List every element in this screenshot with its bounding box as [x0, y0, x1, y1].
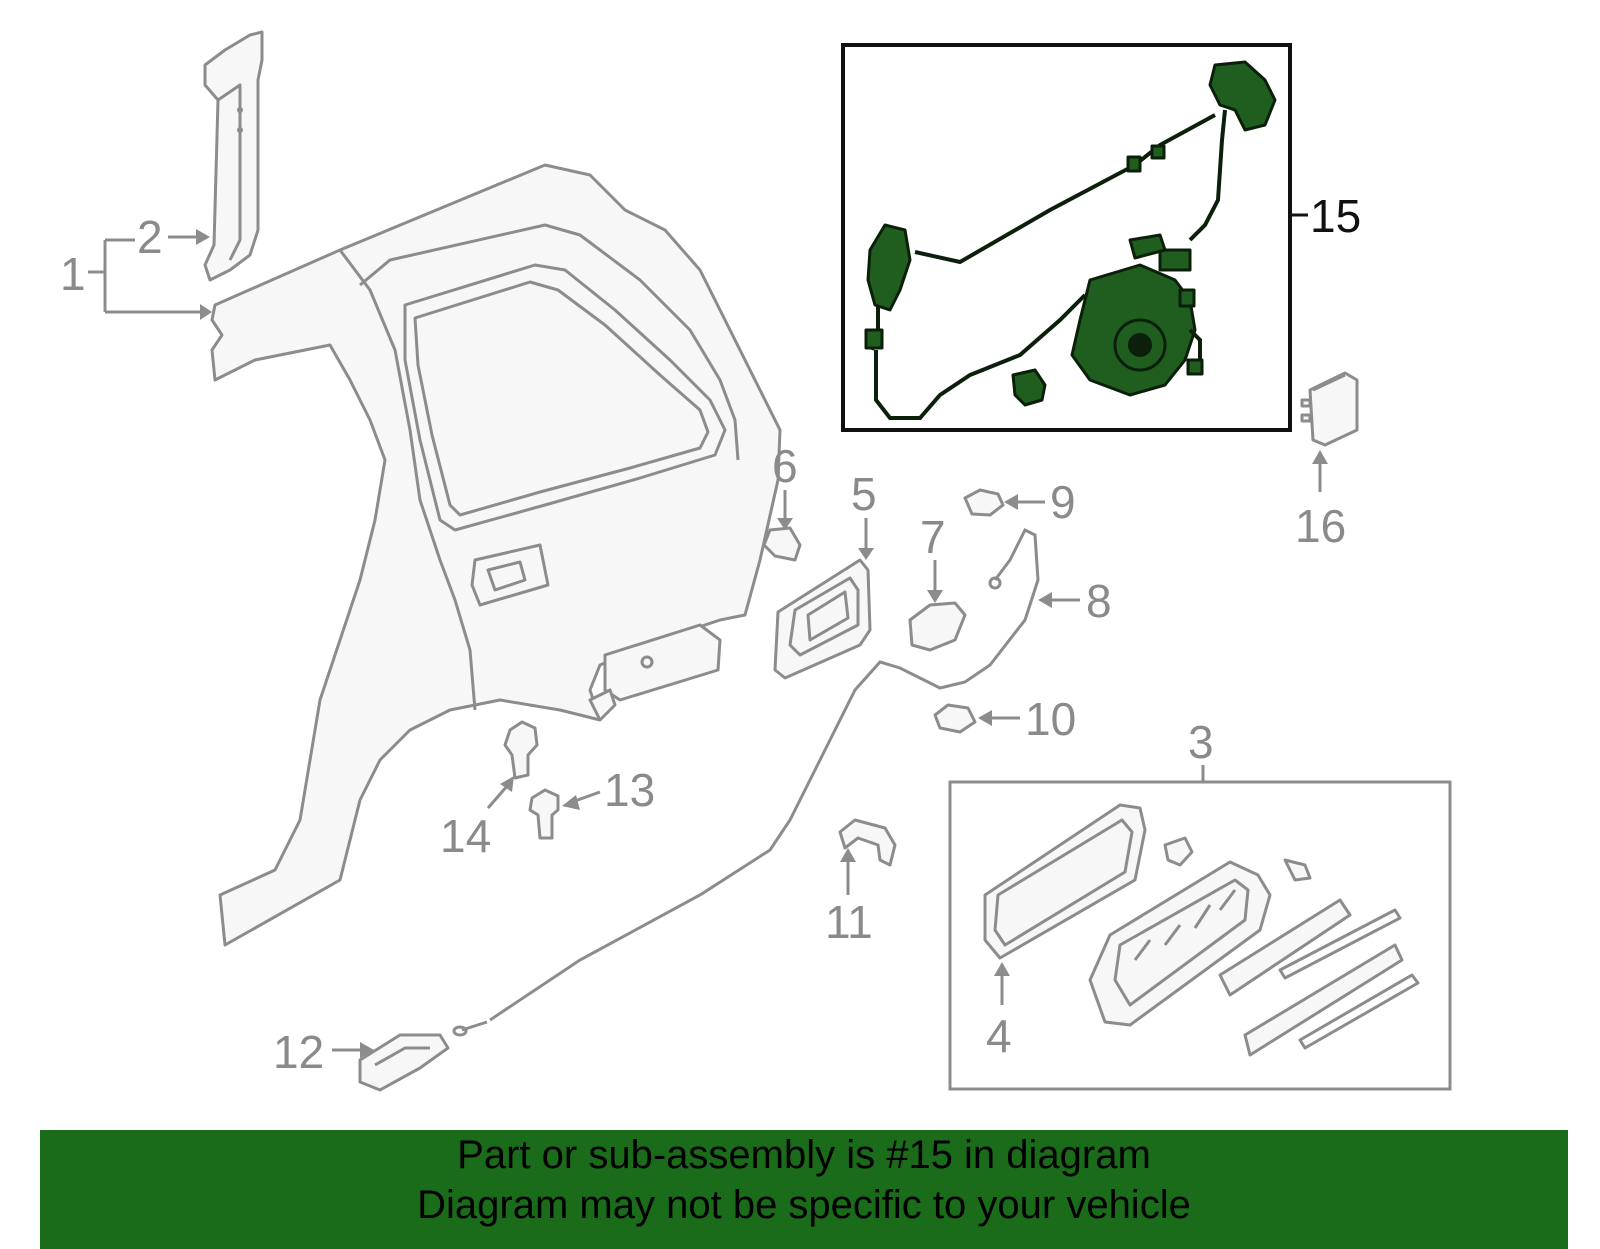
svg-text:4: 4: [986, 1010, 1012, 1062]
callout-3: 3: [1188, 716, 1214, 782]
callout-12: 12: [273, 1026, 374, 1078]
callout-5: 5: [851, 468, 877, 560]
callout-4: 4: [986, 962, 1012, 1062]
banner-line-1: Part or sub-assembly is #15 in diagram: [457, 1133, 1151, 1177]
svg-text:5: 5: [851, 468, 877, 520]
svg-text:8: 8: [1086, 575, 1112, 627]
part-2-pillar-reinforcement[interactable]: [203, 30, 264, 282]
svg-text:16: 16: [1295, 500, 1346, 552]
part-5-filler-housing[interactable]: [773, 558, 872, 680]
part-16-module[interactable]: [1300, 371, 1359, 447]
part-1-quarter-panel[interactable]: [210, 163, 782, 947]
part-13-clip[interactable]: [528, 788, 560, 840]
callout-15: 15: [1290, 190, 1361, 242]
callout-14: 14: [440, 776, 514, 862]
part-10-clip[interactable]: [933, 703, 977, 734]
svg-text:7: 7: [920, 511, 946, 563]
info-banner: Part or sub-assembly is #15 in diagram D…: [40, 1130, 1568, 1249]
part-15-inset[interactable]: [841, 43, 1292, 432]
part-11-holder[interactable]: [838, 818, 897, 867]
svg-text:13: 13: [604, 764, 655, 816]
part-9-clip[interactable]: [963, 488, 1005, 517]
svg-text:3: 3: [1188, 716, 1214, 768]
svg-text:14: 14: [440, 810, 491, 862]
callout-6: 6: [772, 440, 798, 530]
callout-7: 7: [920, 511, 946, 603]
part-12-handle[interactable]: [358, 1033, 450, 1092]
callout-2: 2: [137, 211, 210, 263]
part-6-grommet[interactable]: [762, 526, 802, 562]
svg-text:1: 1: [60, 248, 86, 300]
svg-text:9: 9: [1050, 476, 1076, 528]
callout-1: 1: [60, 238, 212, 320]
svg-text:10: 10: [1025, 693, 1076, 745]
svg-text:2: 2: [137, 211, 163, 263]
svg-text:15: 15: [1310, 190, 1361, 242]
callout-16: 16: [1295, 450, 1346, 552]
banner-line-2: Diagram may not be specific to your vehi…: [417, 1183, 1191, 1227]
part-3-fuel-door-kit[interactable]: [948, 780, 1452, 1091]
svg-text:6: 6: [772, 440, 798, 492]
svg-text:11: 11: [825, 896, 873, 948]
part-14-bolt[interactable]: [503, 720, 539, 780]
part-7-actuator-bracket[interactable]: [908, 601, 967, 652]
callout-13: 13: [562, 764, 655, 816]
svg-text:12: 12: [273, 1026, 324, 1078]
callout-11: 11: [825, 848, 873, 948]
callout-9: 9: [1004, 476, 1076, 528]
callout-10: 10: [978, 693, 1076, 745]
part-8-release-cable[interactable]: [452, 527, 1040, 1037]
callout-8: 8: [1038, 575, 1112, 627]
parts-diagram: 1 2 15: [60, 30, 1452, 1092]
